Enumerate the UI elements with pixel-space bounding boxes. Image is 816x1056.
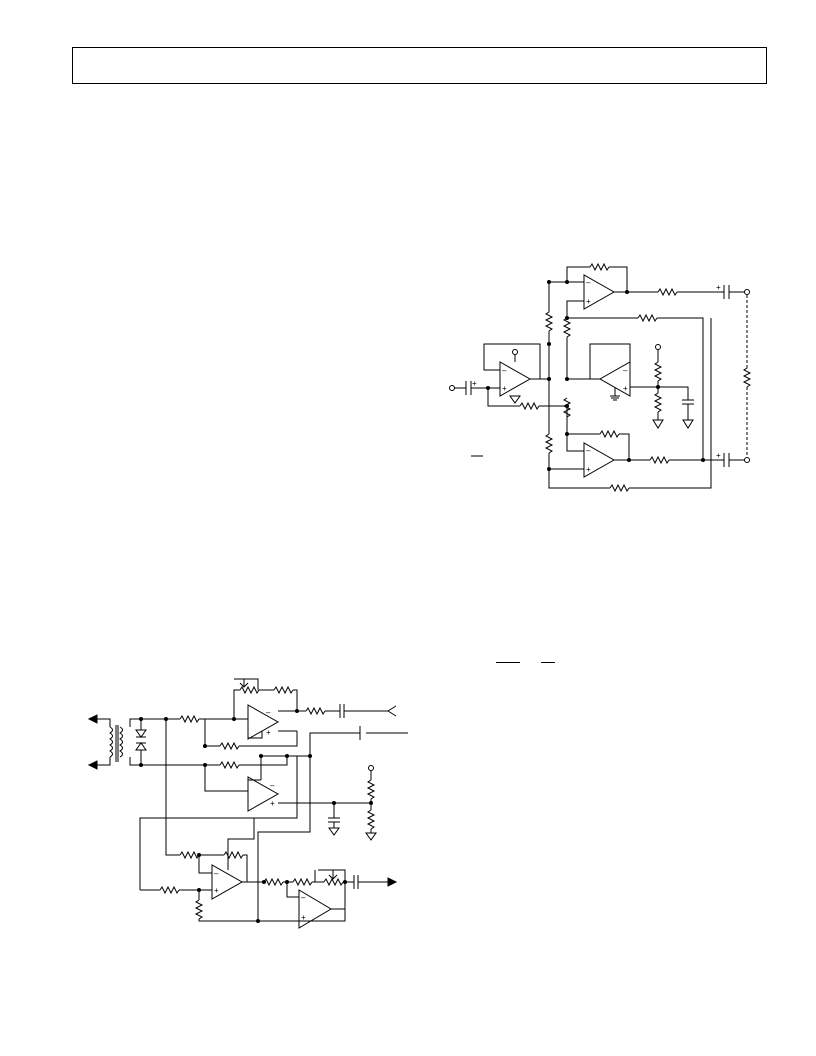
resistor-left-rail-bottom: [544, 433, 554, 454]
cap-top-polarity: +: [716, 283, 721, 292]
ground-symbol-1: [652, 419, 664, 429]
resistor-mid-1: [219, 741, 240, 751]
op-amp-hybrid-4: [298, 889, 332, 929]
resistor-center-bias-top: [653, 361, 663, 382]
resistor-bias-4: [366, 809, 376, 830]
op-amp-hybrid-2: [247, 776, 280, 812]
op-amp-hybrid-4-minus: –: [301, 893, 306, 902]
fraction-bar-2: [541, 662, 555, 663]
op-amp-top-plus: +: [586, 297, 591, 306]
resistor-out-1: [263, 877, 284, 887]
ground-symbol-3: [509, 395, 521, 404]
op-amp-hybrid-3-plus: +: [214, 886, 219, 895]
trim-pot-out: [323, 877, 344, 887]
resistor-bottom-fb: [599, 429, 620, 439]
fraction-bar-1: [496, 662, 520, 663]
trim-pot-top: [239, 685, 260, 695]
cap-input-polarity: +: [472, 379, 477, 388]
resistor-mid-2: [219, 760, 240, 770]
resistor-lower-1: [179, 850, 200, 860]
resistor-top-fb: [589, 262, 610, 272]
op-amp-left-minus: –: [502, 366, 507, 375]
resistor-top-fb-2: [273, 685, 294, 695]
capacitor-tx-out: [353, 875, 359, 889]
op-amp-hybrid-top-minus: –: [266, 708, 271, 717]
resistor-top-out-2: [305, 706, 326, 716]
capacitor-bias-2: [328, 817, 340, 823]
op-amp-hybrid-3-minus: –: [214, 869, 219, 878]
transformer: [109, 726, 123, 758]
ground-symbol-5: [365, 832, 377, 841]
resistor-center-bias-bottom: [653, 392, 663, 413]
op-amp-bottom-minus: –: [586, 446, 591, 455]
resistor-center-top: [637, 313, 658, 323]
resistor-lower-fb: [223, 850, 244, 860]
op-amp-left: [499, 361, 532, 397]
op-amp-center-plus: +: [623, 384, 628, 393]
resistor-vertical-mid: [562, 317, 572, 338]
cap-bottom-polarity: +: [716, 451, 721, 460]
op-amp-hybrid-2-minus: –: [270, 781, 275, 790]
resistor-left-fb: [519, 401, 540, 411]
resistor-top-out: [657, 287, 678, 297]
resistor-lower-2: [159, 885, 180, 895]
ground-symbol-2: [682, 419, 694, 429]
op-amp-hybrid-top: [247, 704, 280, 740]
resistor-left-rail-top: [544, 311, 554, 332]
op-amp-bottom-plus: +: [586, 465, 591, 474]
zener-diode-1: [135, 729, 147, 738]
op-amp-hybrid-3: [211, 864, 244, 900]
resistor-bottom-loop: [609, 483, 630, 493]
op-amp-hybrid-top-plus: +: [266, 728, 271, 737]
op-amp-top: [583, 274, 616, 310]
resistor-bias-3: [366, 779, 376, 800]
ground-symbol-4: [328, 827, 340, 836]
arrow-left-top: [87, 714, 98, 724]
capacitor-top-out: [339, 704, 345, 718]
op-amp-top-minus: –: [586, 278, 591, 287]
resistor-bottom-out: [649, 455, 670, 465]
resistor-out-2: [292, 877, 313, 887]
header-box: [72, 47, 767, 84]
op-amp-hybrid-2-plus: +: [270, 799, 275, 808]
arrow-receive: [387, 705, 397, 717]
op-amp-hybrid-4-plus: +: [301, 913, 306, 922]
arrow-left-bottom: [87, 760, 98, 770]
resistor-tx-top: [179, 714, 200, 724]
zener-diode-2: [135, 742, 147, 751]
op-amp-center: [598, 361, 631, 397]
op-amp-center-minus: –: [623, 366, 628, 375]
op-amp-left-plus: +: [502, 384, 507, 393]
op-amp-bottom: [583, 442, 616, 478]
resistor-load: [742, 367, 752, 388]
resistor-lower-gnd: [194, 899, 204, 920]
arrow-transmit: [387, 877, 398, 887]
